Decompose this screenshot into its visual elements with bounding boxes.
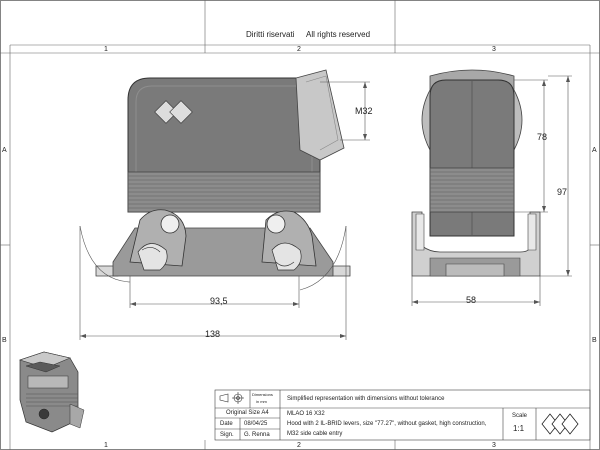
side-lever-left xyxy=(415,213,425,251)
tb-sign-label: Sign. xyxy=(220,432,234,438)
rights-reserved-it: Diritti riservati xyxy=(246,30,295,39)
side-ribbed-band xyxy=(429,167,515,213)
tb-scale-label: Scale xyxy=(512,413,528,419)
grid-col-2-bottom: 2 xyxy=(297,442,301,449)
front-view xyxy=(79,69,351,291)
cable-gland-edge xyxy=(305,75,339,151)
dim-height-front: 78 xyxy=(537,132,548,142)
grid-col-1-bottom: 1 xyxy=(104,442,108,449)
grid-row-b-left: B xyxy=(2,337,7,344)
side-rib-lines xyxy=(430,171,514,209)
side-dimensions xyxy=(411,75,572,306)
front-dimensions xyxy=(79,81,370,340)
right-lever xyxy=(261,210,317,271)
rib-lines xyxy=(128,175,320,209)
hood-logo xyxy=(154,100,193,124)
left-swing-arc xyxy=(79,225,131,283)
tb-scale-value: 1:1 xyxy=(513,424,525,433)
dim-width-side: 58 xyxy=(466,295,477,305)
cable-gland xyxy=(295,69,345,161)
title-block-frame xyxy=(214,389,591,441)
grid-col-3-bottom: 3 xyxy=(492,442,496,449)
right-swing-arc xyxy=(299,225,347,291)
rights-reserved-en: All rights reserved xyxy=(306,30,371,39)
tb-dim-label-2: in mm xyxy=(256,399,267,404)
side-gland-right xyxy=(513,89,523,151)
grid-row-a-left: A xyxy=(2,147,7,154)
tb-dim-label-1: Dimensions xyxy=(252,392,273,397)
tb-part-code: MLAO 16 X32 xyxy=(287,411,325,417)
grid-row-b-right: B xyxy=(592,337,597,344)
tb-desc-line1: Hood with 2 IL-BRID levers, size "77.27"… xyxy=(287,421,487,427)
side-lever-right xyxy=(527,213,537,251)
tb-date-label: Date xyxy=(220,421,233,427)
tb-sign-value: G. Renna xyxy=(244,432,270,438)
left-lever xyxy=(129,209,187,271)
isometric-view xyxy=(19,351,85,433)
tb-desc-line2: M32 side cable entry xyxy=(287,431,343,437)
side-base-slot xyxy=(445,263,505,277)
grid-col-1: 1 xyxy=(104,46,108,53)
side-gland-left xyxy=(421,89,431,151)
dim-height-total: 97 xyxy=(557,187,568,197)
side-dimension-arrows xyxy=(412,76,570,304)
dim-lever-span: 93,5 xyxy=(210,296,228,306)
projection-symbol xyxy=(219,392,244,404)
side-view xyxy=(411,69,541,277)
tb-original-size: Original Size A4 xyxy=(226,410,269,416)
grid-col-3: 3 xyxy=(492,46,496,53)
dim-cable-entry: M32 xyxy=(355,106,373,116)
tb-date-value: 08/04/25 xyxy=(244,421,268,427)
grid-col-2: 2 xyxy=(297,46,301,53)
dim-overall-length: 138 xyxy=(205,329,221,339)
tb-description-header: Simplified representation with dimension… xyxy=(287,396,445,402)
grid-row-a-right: A xyxy=(592,147,597,154)
front-dimension-arrows xyxy=(80,82,367,338)
ilme-logo xyxy=(541,413,579,435)
